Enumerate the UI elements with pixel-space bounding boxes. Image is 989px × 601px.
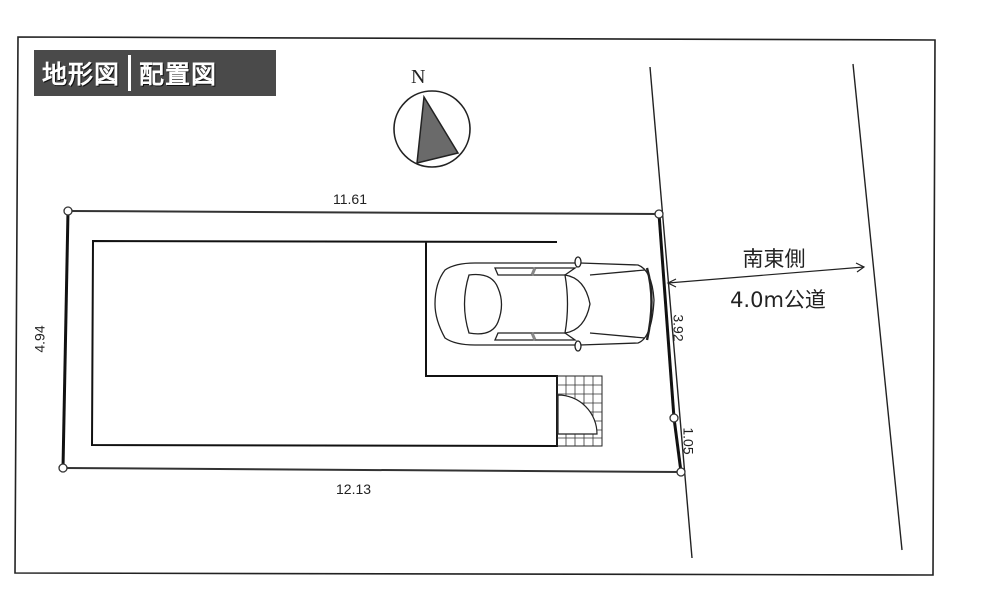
road-edge-right	[852, 63, 903, 551]
door-swing-icon	[557, 394, 598, 435]
title-topographic-map: 地形図	[42, 60, 121, 89]
compass-north-label: N	[411, 66, 426, 88]
compass-icon	[393, 90, 471, 168]
dimension-right-upper: 3.92	[670, 314, 687, 342]
road-edge-left	[649, 66, 693, 559]
lot-boundary	[58, 206, 686, 477]
title-badge: 地形図 配置図	[34, 50, 276, 96]
entrance-porch	[556, 375, 603, 447]
dimension-bottom: 12.13	[336, 481, 372, 497]
title-separator	[128, 55, 132, 91]
road-direction-label: 南東側	[742, 247, 806, 271]
road-width-label: 4.0m公道	[730, 288, 826, 312]
outer-frame	[14, 36, 936, 576]
dimension-left: 4.94	[31, 325, 48, 353]
dimension-top: 11.61	[333, 191, 367, 207]
car-icon	[434, 256, 655, 352]
title-layout-plan: 配置図	[139, 60, 218, 89]
road-width-arrow	[666, 262, 866, 288]
dimension-right-lower: 1.05	[680, 427, 697, 455]
